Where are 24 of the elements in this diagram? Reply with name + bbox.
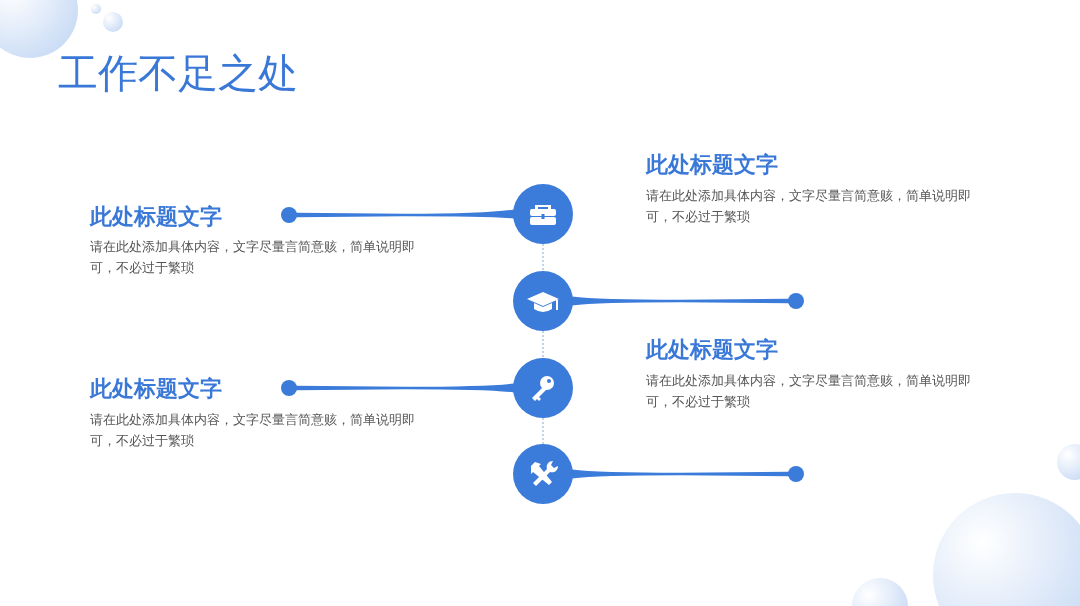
description: 请在此处添加具体内容，文字尽量言简意赅，简单说明即可，不必过于繁琐 — [646, 187, 972, 226]
title: 工作不足之处 — [58, 49, 298, 98]
dashed-connector — [542, 330, 544, 359]
end-dot — [788, 293, 804, 309]
icon-circle — [513, 184, 573, 244]
icon-circle — [513, 271, 573, 331]
heading: 此处标题文字 — [90, 375, 222, 403]
icon-circle — [513, 444, 573, 504]
dashed-connector — [542, 417, 544, 445]
connector-line — [296, 383, 514, 393]
connector-line — [572, 469, 789, 479]
heading: 此处标题文字 — [90, 203, 222, 231]
description: 请在此处添加具体内容，文字尽量言简意赅，简单说明即可，不必过于繁琐 — [90, 238, 416, 277]
end-dot — [281, 207, 297, 223]
dashed-connector — [542, 243, 544, 272]
connector-line — [296, 209, 514, 219]
connector-line — [572, 296, 789, 306]
description: 请在此处添加具体内容，文字尽量言简意赅，简单说明即可，不必过于繁琐 — [646, 372, 972, 411]
heading: 此处标题文字 — [646, 336, 778, 364]
description: 请在此处添加具体内容，文字尽量言简意赅，简单说明即可，不必过于繁琐 — [90, 411, 416, 450]
end-dot — [281, 380, 297, 396]
heading: 此处标题文字 — [646, 151, 778, 179]
end-dot — [788, 466, 804, 482]
icon-circle — [513, 358, 573, 418]
